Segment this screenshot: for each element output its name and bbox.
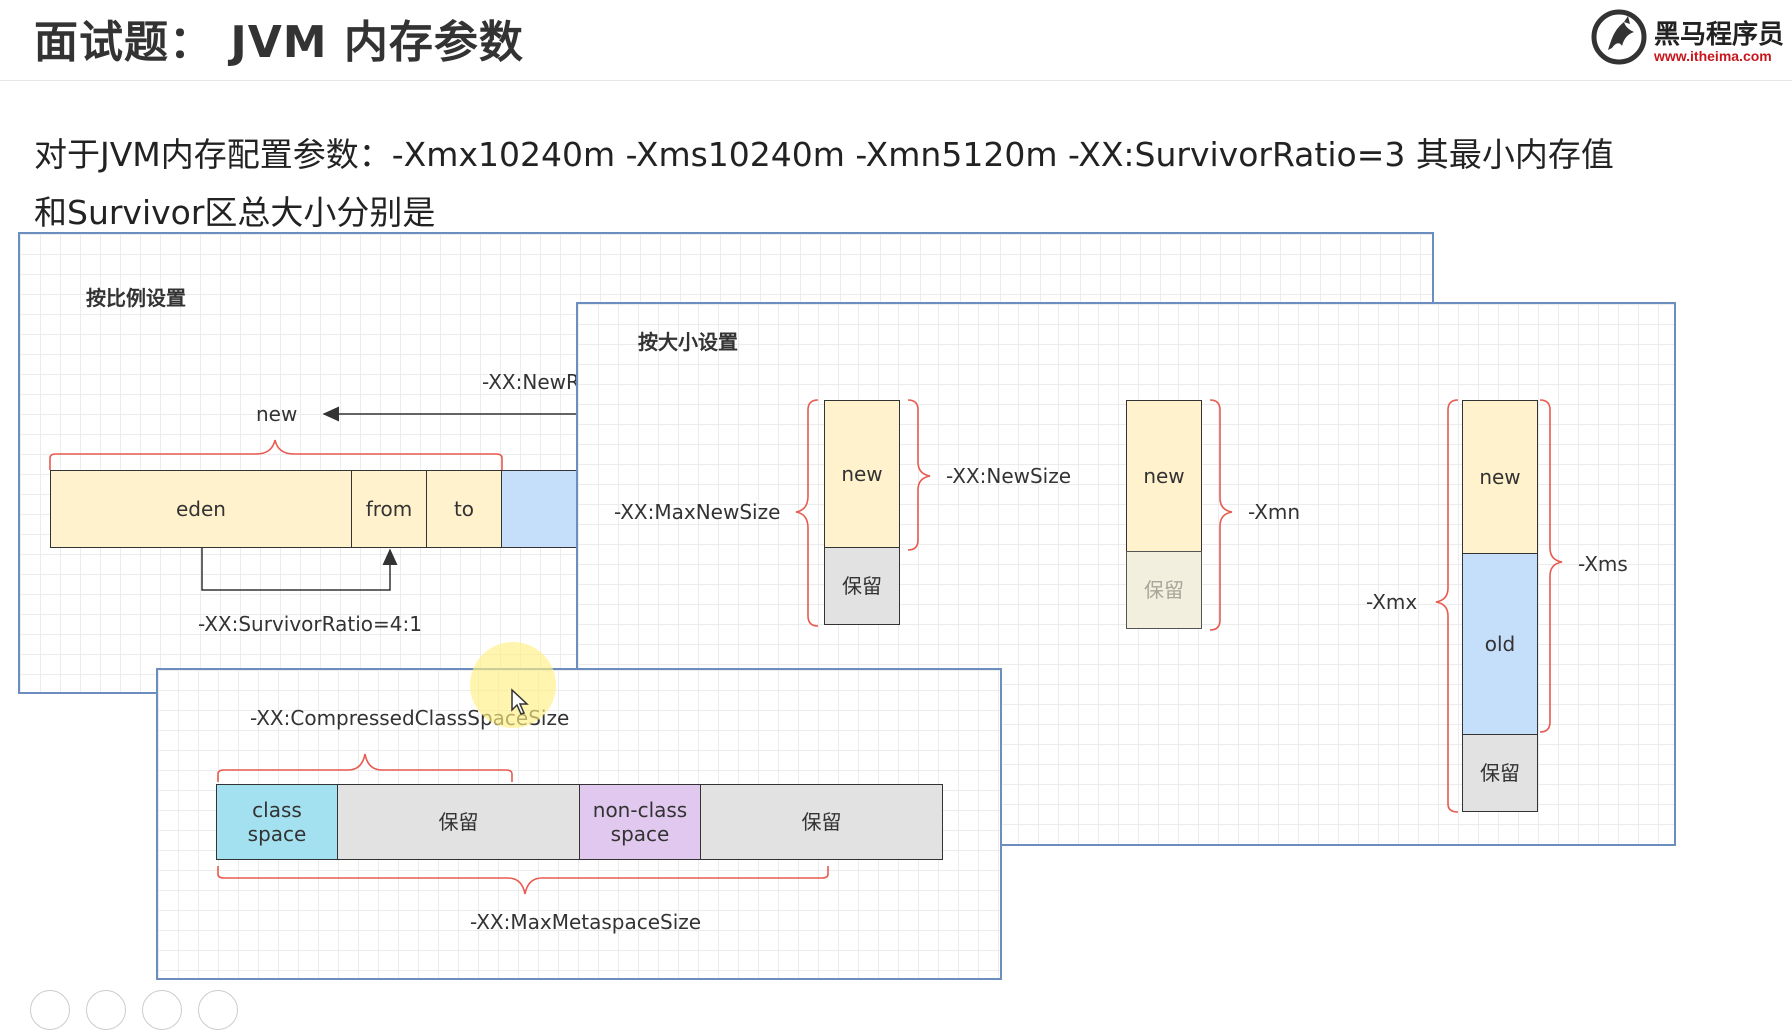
cursor-highlight — [470, 642, 556, 728]
col1-reserved-block: 保留 — [824, 547, 900, 625]
slides-tool-icon[interactable] — [86, 990, 126, 1030]
logo-brand-name: 黑马程序员 — [1654, 20, 1785, 50]
question-line-1: 对于JVM内存配置参数：-Xmx10240m -Xms10240m -Xmn51… — [34, 135, 1614, 174]
title-divider — [0, 80, 1792, 81]
col3-old-block: old — [1462, 553, 1538, 735]
page-title: 面试题： JVM 内存参数 — [34, 17, 524, 68]
max-metaspace-size-label: -XX:MaxMetaspaceSize — [470, 910, 702, 934]
zoom-tool-icon[interactable] — [142, 990, 182, 1030]
survivor-ratio-label: -XX:SurvivorRatio=4:1 — [198, 612, 422, 636]
col2-new-block: new — [1126, 400, 1202, 552]
new-size-label: -XX:NewSize — [946, 464, 1072, 488]
question-line-2: 和Survivor区总大小分别是 — [34, 193, 436, 232]
class-space-block: class space — [216, 784, 338, 860]
to-space: to — [426, 470, 502, 548]
new-generation-label: new — [256, 402, 298, 426]
survivor-ratio-arrow — [201, 546, 398, 591]
xmx-label: -Xmx — [1366, 590, 1418, 614]
new-generation-brace — [49, 439, 503, 470]
col1-new-block: new — [824, 400, 900, 548]
pen-tool-icon[interactable] — [30, 990, 70, 1030]
ratio-connectors — [49, 406, 580, 591]
non-class-space-block: non-class space — [579, 784, 701, 860]
max-metaspace-brace — [217, 866, 829, 895]
ratio-panel-title: 按比例设置 — [86, 286, 186, 310]
xmn-label: -Xmn — [1248, 500, 1301, 524]
more-tool-icon[interactable] — [198, 990, 238, 1030]
reserved-block-1: 保留 — [337, 784, 580, 860]
from-space: from — [351, 470, 427, 548]
mouse-cursor-icon — [511, 688, 529, 715]
xmx-brace — [1435, 399, 1459, 813]
xmn-brace — [1209, 399, 1233, 631]
compressed-class-space-brace — [217, 753, 513, 782]
metaspace-braces — [217, 753, 829, 895]
eden-space: eden — [50, 470, 352, 548]
col2-reserved-block: 保留 — [1126, 551, 1202, 629]
logo-url: www.itheima.com — [1654, 48, 1772, 64]
size-panel-braces — [795, 399, 1563, 813]
new-size-brace — [907, 399, 931, 551]
xms-brace — [1539, 399, 1563, 733]
max-new-size-brace — [795, 399, 819, 627]
col3-new-block: new — [1462, 400, 1538, 554]
new-ratio-label: -XX:NewRa — [482, 370, 592, 394]
reserved-block-2: 保留 — [700, 784, 943, 860]
size-panel-title: 按大小设置 — [638, 330, 738, 354]
max-new-size-label: -XX:MaxNewSize — [614, 500, 781, 524]
horse-logo-icon — [1591, 9, 1647, 65]
col3-reserved-block: 保留 — [1462, 734, 1538, 812]
itheima-logo: 黑马程序员 www.itheima.com — [1590, 8, 1790, 68]
xms-label: -Xms — [1578, 552, 1628, 576]
metaspace-panel: -XX:CompressedClassSpaceSize class space… — [156, 668, 1002, 980]
